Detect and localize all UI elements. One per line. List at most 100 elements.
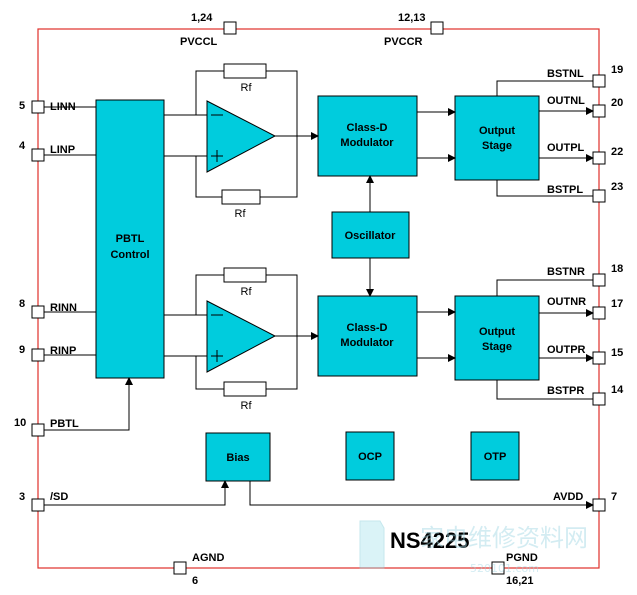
pin-outnl	[592, 104, 606, 118]
pin-pvccl	[223, 21, 237, 35]
pin-bstpl-num: 23	[611, 181, 623, 193]
pin-avdd-name: AVDD	[553, 491, 583, 503]
pin-outpr-name: OUTPR	[547, 344, 586, 356]
pin-bstpl	[592, 189, 606, 203]
pin-rinp-num: 9	[19, 344, 25, 356]
pin-rinp-name: RINP	[50, 345, 76, 357]
pin-bstnr-num: 18	[611, 263, 623, 275]
pin-pgnd-num: 16,21	[506, 575, 534, 587]
pin-outnr-name: OUTNR	[547, 296, 586, 308]
rf1-label: Rf	[241, 82, 253, 94]
pin-agnd-num: 6	[192, 575, 198, 587]
chip-name: NS4225	[390, 528, 470, 553]
pin-bstpr-num: 14	[611, 384, 624, 396]
pin-rinn	[31, 305, 45, 319]
pin-bstpr-name: BSTPR	[547, 385, 584, 397]
pin-sd	[31, 498, 45, 512]
rf4-label: Rf	[241, 400, 253, 412]
pin-outpr-num: 15	[611, 347, 623, 359]
bias-block	[205, 432, 271, 482]
pbtl-label-2: Control	[110, 249, 149, 261]
opamp-top	[206, 100, 277, 173]
resistor-rf3	[223, 267, 267, 283]
classd-modulator-bottom	[317, 295, 418, 377]
pin-rinp	[31, 348, 45, 362]
pin-sd-name: /SD	[50, 491, 68, 503]
ocp-block	[345, 431, 395, 481]
pin-bstnr	[592, 273, 606, 287]
pin-avdd	[592, 498, 606, 512]
watermark-url: 520101.com	[470, 562, 539, 575]
bias-label: Bias	[226, 452, 249, 464]
rf2-label: Rf	[235, 208, 247, 220]
pin-linn-num: 5	[19, 100, 25, 112]
pin-avdd-num: 7	[611, 491, 617, 503]
pin-bstnl-name: BSTNL	[547, 68, 584, 80]
pin-agnd-name: AGND	[192, 552, 224, 564]
watermark-logo: 家电维修资料网 520101.com	[359, 520, 588, 575]
output-stage-top	[454, 95, 540, 181]
classd-top-label-2: Modulator	[340, 137, 394, 149]
pin-bstpl-name: BSTPL	[547, 184, 583, 196]
blocks	[95, 95, 540, 482]
output-top-label-2: Stage	[482, 140, 512, 152]
oscillator-label: Oscillator	[345, 230, 396, 242]
classd-bot-label-1: Class-D	[347, 322, 388, 334]
classd-modulator-top	[317, 95, 418, 177]
pbtl-label-1: PBTL	[116, 233, 145, 245]
pin-pvccr-name: PVCCR	[384, 36, 423, 48]
pin-outnr	[592, 306, 606, 320]
pin-bstnl-num: 19	[611, 64, 623, 76]
pin-pgnd	[491, 561, 505, 575]
watermark-text: 家电维修资料网	[420, 524, 588, 552]
output-bot-label-2: Stage	[482, 341, 512, 353]
pin-pvccr-num: 12,13	[398, 12, 426, 24]
pin-outpl-num: 22	[611, 146, 623, 158]
pin-pbtl	[31, 423, 45, 437]
arrow-wires	[125, 107, 594, 509]
pin-bstnl	[592, 74, 606, 88]
resistor-rf4	[223, 381, 267, 397]
pin-linp	[31, 148, 45, 162]
chip-outline	[37, 28, 600, 569]
pin-linp-num: 4	[19, 140, 26, 152]
otp-block	[470, 431, 520, 481]
output-stage-bottom	[454, 295, 540, 381]
classd-bot-label-2: Modulator	[340, 337, 394, 349]
pin-pbtl-num: 10	[14, 417, 26, 429]
pin-outpl-name: OUTPL	[547, 142, 585, 154]
output-bot-label-1: Output	[479, 326, 515, 338]
output-top-label-1: Output	[479, 125, 515, 137]
rf3-label: Rf	[241, 286, 253, 298]
resistors	[221, 63, 267, 397]
resistor-rf2	[221, 189, 261, 205]
pin-bstnr-name: BSTNR	[547, 266, 585, 278]
pbtl-control-block	[95, 99, 165, 379]
pin-pgnd-name: PGND	[506, 552, 538, 564]
resistor-rf1	[223, 63, 267, 79]
pin-outpr	[592, 351, 606, 365]
oscillator-block	[331, 211, 410, 259]
pin-outnl-name: OUTNL	[547, 95, 585, 107]
pin-rinn-num: 8	[19, 298, 25, 310]
pin-agnd	[173, 561, 187, 575]
pin-outnl-num: 20	[611, 97, 623, 109]
pin-linp-name: LINP	[50, 144, 75, 156]
pin-pvccl-num: 1,24	[191, 12, 213, 24]
pin-sd-num: 3	[19, 491, 25, 503]
pin-rinn-name: RINN	[50, 302, 77, 314]
opamps	[206, 100, 277, 373]
pin-outpl	[592, 151, 606, 165]
pin-outnr-num: 17	[611, 298, 623, 310]
ocp-label: OCP	[358, 451, 382, 463]
pin-pvccl-name: PVCCL	[180, 36, 218, 48]
pin-pvccr	[430, 21, 444, 35]
classd-top-label-1: Class-D	[347, 122, 388, 134]
pin-bstpr	[592, 392, 606, 406]
pin-linn	[31, 100, 45, 114]
otp-label: OTP	[484, 451, 507, 463]
pin-pbtl-name: PBTL	[50, 418, 79, 430]
opamp-bottom	[206, 300, 277, 373]
opamp-signs	[211, 114, 223, 362]
